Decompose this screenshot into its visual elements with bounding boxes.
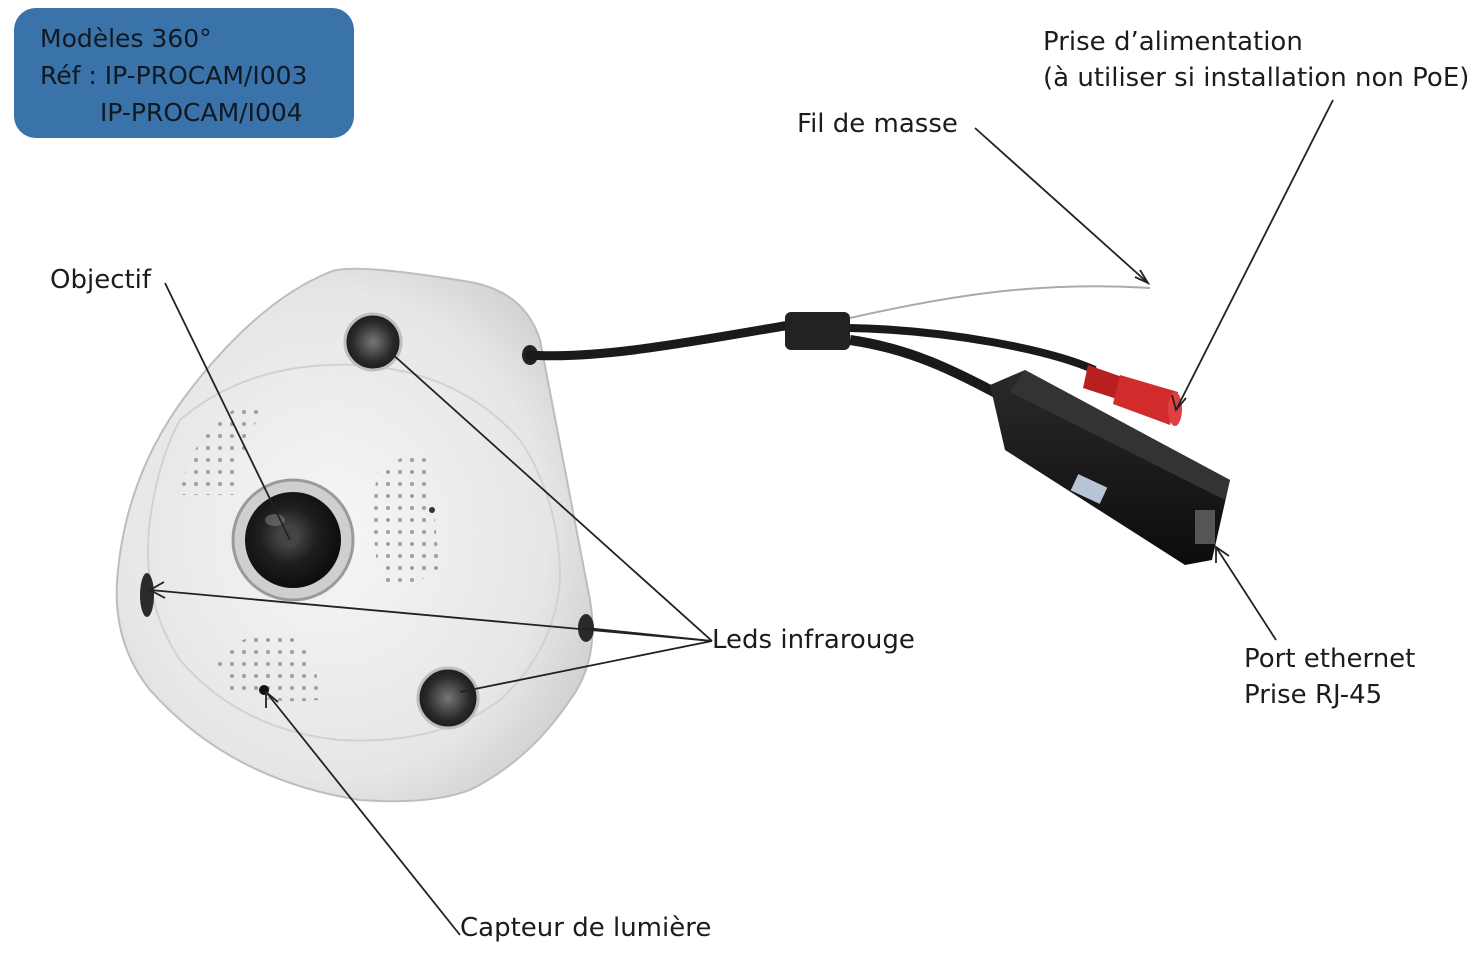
model-ref-1: Réf : IP-PROCAM/I003 [40,61,308,90]
leader-lines [148,99,1334,936]
lens [231,478,355,602]
model-reference-box: Modèles 360° Réf : IP-PROCAM/I003 IP-PRO… [14,8,354,138]
ethernet-port [1195,510,1215,544]
model-ref-2: IP-PROCAM/I004 [100,98,303,127]
label-prise-alimentation-line1: Prise d’alimentation [1043,27,1303,57]
cable-assembly [522,285,1151,400]
power-connector [1083,365,1182,426]
speaker-grille-bottom [215,634,319,702]
ir-led-top [343,312,403,372]
speaker-grille-top [180,400,262,495]
ir-led-left [140,573,154,617]
label-port-ethernet-line2: Prise RJ-45 [1244,680,1383,710]
label-leds-infrarouge: Leds infrarouge [712,625,915,655]
label-objectif: Objectif [50,265,152,295]
mic-hole [429,507,435,513]
model-title: Modèles 360° [40,24,212,53]
ir-led-bottom [416,666,480,730]
poe-box-label [1070,474,1108,504]
label-prise-alimentation-line2: (à utiliser si installation non PoE) [1043,63,1467,93]
poe-box [990,370,1230,565]
camera-body [115,267,594,803]
label-fil-de-masse: Fil de masse [797,109,958,139]
speaker-grille-right [373,454,440,584]
label-capteur-de-lumiere: Capteur de lumière [460,913,712,943]
label-prise-alimentation: Prise d’alimentation (à utiliser si inst… [1043,24,1467,96]
label-port-ethernet: Port ethernet Prise RJ-45 [1244,641,1415,713]
label-port-ethernet-line1: Port ethernet [1244,644,1416,674]
